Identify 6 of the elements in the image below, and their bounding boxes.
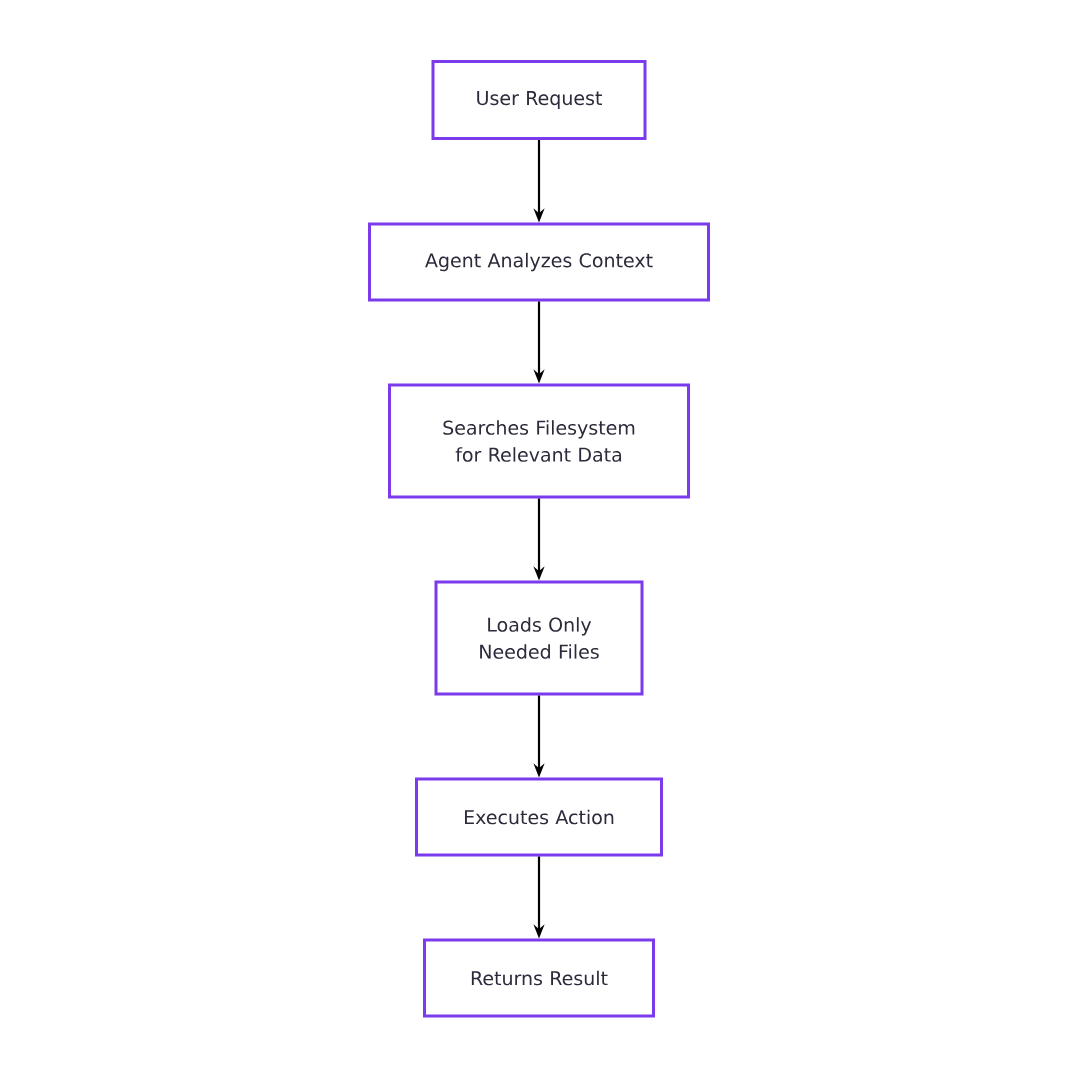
process-box: Agent Analyzes Context [368, 222, 710, 302]
process-box: Loads Only Needed Files [434, 580, 644, 696]
process-box: Executes Action [415, 777, 663, 857]
process-box: Searches Filesystem for Relevant Data [388, 383, 690, 499]
process-box: User Request [431, 60, 647, 140]
process-box: Returns Result [423, 938, 655, 1018]
